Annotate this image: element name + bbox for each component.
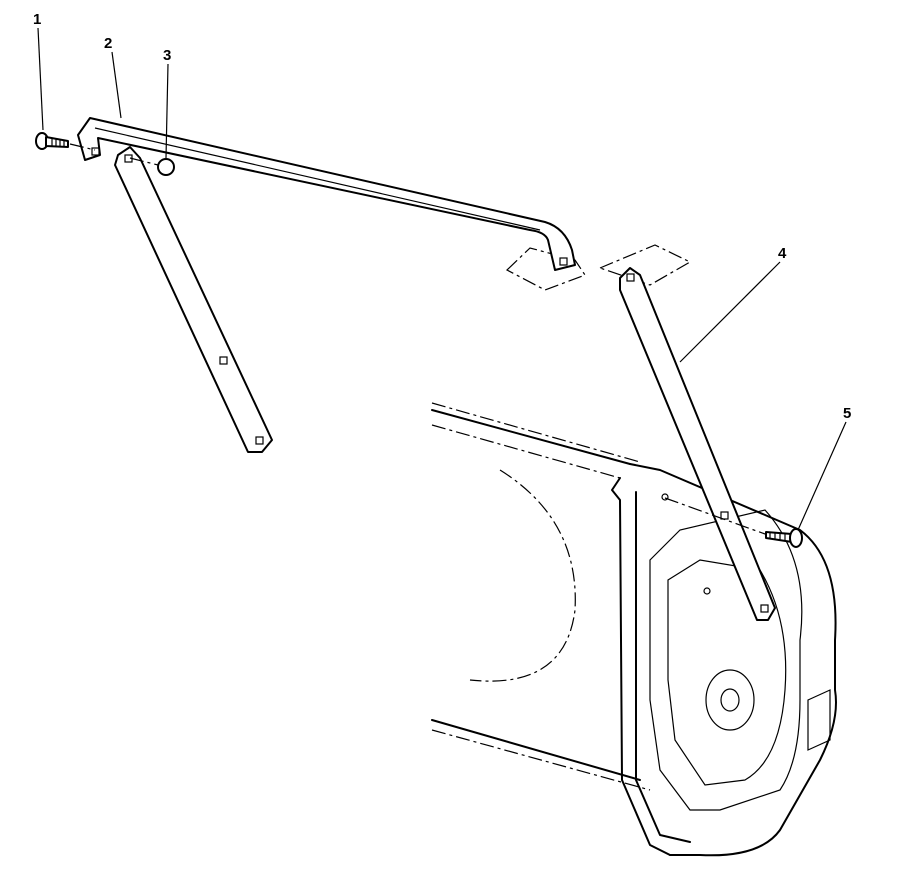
handle-bar [77, 117, 576, 271]
callout-3: 3 [163, 47, 171, 64]
callout-2: 2 [104, 35, 112, 52]
callout-5: 5 [843, 405, 851, 422]
nut-3 [129, 157, 175, 176]
leader-line-3 [165, 63, 169, 159]
bolt-1 [35, 132, 96, 151]
housing [431, 402, 837, 857]
leader-line-5 [797, 421, 847, 531]
leader-line-4 [679, 261, 781, 363]
left-strut [114, 146, 273, 453]
bolt-5 [664, 497, 803, 548]
mounting-plate-outline [505, 247, 586, 291]
callout-1: 1 [33, 11, 41, 28]
leader-line-1 [37, 27, 44, 131]
right-strut [619, 267, 776, 621]
callout-4: 4 [778, 245, 787, 262]
mounting-plate-outline [598, 244, 692, 286]
leader-line-2 [111, 51, 122, 119]
